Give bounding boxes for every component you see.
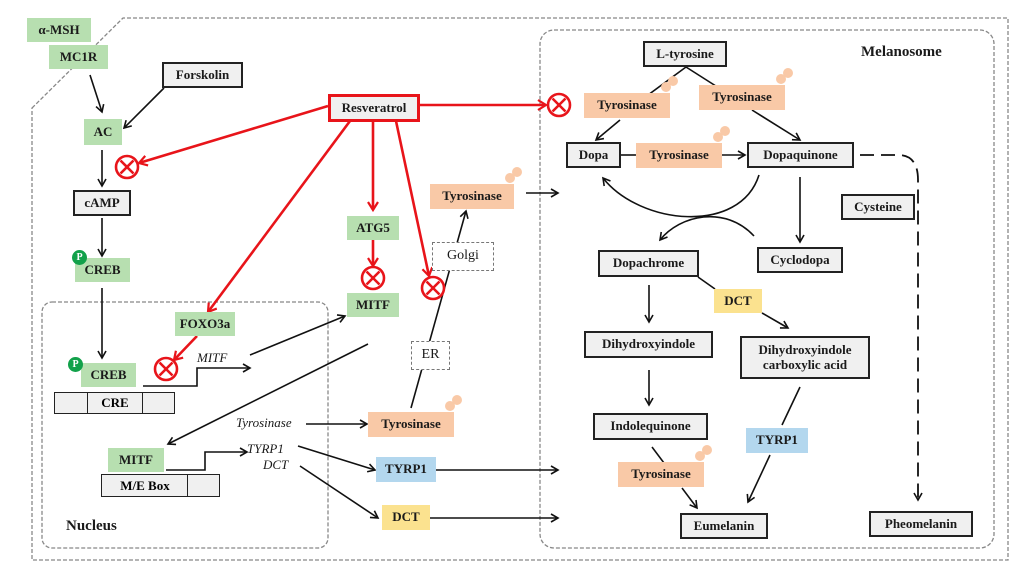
dct-melanosome-node: DCT bbox=[714, 289, 762, 313]
arrow-tyrosinase-dopa bbox=[594, 119, 621, 142]
alpha-msh-node: α-MSH bbox=[27, 18, 91, 42]
dihydroxyindole-node: Dihydroxyindole bbox=[584, 331, 713, 358]
me-box-flank bbox=[187, 474, 220, 497]
camp-node: cAMP bbox=[73, 190, 131, 216]
arrow-er-golgi-tyrosinase bbox=[410, 209, 469, 409]
tyrosinase-2-node: Tyrosinase bbox=[699, 85, 785, 110]
forskolin-node: Forskolin bbox=[162, 62, 243, 88]
nucleus-label: Nucleus bbox=[66, 518, 117, 534]
arrow-tyrp1-eumelanin bbox=[746, 454, 771, 504]
tyrosinase-1-node: Tyrosinase bbox=[584, 93, 670, 118]
inhibition-icon bbox=[153, 356, 179, 382]
glycosylation-dot-icon bbox=[720, 126, 730, 136]
inhibit-arrow-resveratrol-golgi bbox=[394, 120, 434, 279]
dhica-line1: Dihydroxyindole bbox=[758, 341, 852, 357]
golgi-node: Golgi bbox=[432, 242, 494, 271]
inhibition-icon bbox=[546, 92, 572, 118]
arrow-tyrosinase-dopaquinone bbox=[751, 109, 802, 141]
arrow-mitf-gene-mitf-protein bbox=[249, 314, 347, 356]
indolequinone-node: Indolequinone bbox=[593, 413, 708, 440]
tyrp1-melanosome-node: TYRP1 bbox=[746, 428, 808, 453]
arrow-forskolin-ac bbox=[122, 87, 165, 130]
phosphate-icon: P bbox=[72, 250, 87, 265]
mitf-protein-node: MITF bbox=[347, 293, 399, 317]
mitf-gene-label: MITF bbox=[197, 350, 228, 365]
dopachrome-node: Dopachrome bbox=[598, 250, 699, 277]
inhibition-icon bbox=[360, 265, 386, 291]
line-ltyrosine-split-right bbox=[685, 66, 720, 89]
eumelanin-node: Eumelanin bbox=[680, 513, 768, 539]
glycosylation-dot-icon bbox=[445, 401, 455, 411]
inhibit-arrow-foxo3a-creb bbox=[172, 335, 198, 362]
arrow-mitf-to-nucleus bbox=[166, 343, 369, 446]
cre-element: CRE bbox=[87, 392, 143, 414]
arrow-dopaquinone-pheomelanin bbox=[860, 154, 923, 502]
gene-tyrp1-label: TYRP1 bbox=[247, 441, 284, 456]
glycosylation-dot-icon bbox=[695, 451, 705, 461]
dopa-node: Dopa bbox=[566, 142, 621, 168]
dopaquinone-node: Dopaquinone bbox=[747, 142, 854, 168]
me-box-element: M/E Box bbox=[101, 474, 189, 497]
melanosome-label: Melanosome bbox=[861, 44, 942, 60]
cysteine-node: Cysteine bbox=[841, 194, 915, 220]
line-dopachrome-dct bbox=[697, 276, 716, 290]
arrow-gene-dct bbox=[299, 465, 380, 519]
arrow-gene-tyrp1 bbox=[297, 445, 377, 473]
inhibit-arrow-resveratrol-foxo3a bbox=[206, 120, 352, 314]
nucleus-boundary bbox=[41, 301, 329, 549]
glycosylation-dot-icon bbox=[776, 74, 786, 84]
line-indolequinone-tyrosinase bbox=[651, 446, 665, 464]
pheomelanin-node: Pheomelanin bbox=[869, 511, 973, 537]
tyrosinase-4-node: Tyrosinase bbox=[618, 462, 704, 487]
cell-boundary bbox=[31, 17, 1009, 561]
glycosylation-dot-icon bbox=[702, 445, 712, 455]
glycosylation-dot-icon bbox=[452, 395, 462, 405]
arrow-dopaquinone-dopa-curve bbox=[602, 174, 760, 218]
tyrp1-node: TYRP1 bbox=[376, 457, 436, 482]
glycosylation-dot-icon bbox=[713, 132, 723, 142]
inhibition-icon bbox=[420, 275, 446, 301]
ac-node: AC bbox=[84, 119, 122, 145]
line-dhica-tyrp1 bbox=[781, 386, 801, 426]
arrow-mitf-target-genes bbox=[166, 447, 249, 471]
inhibition-icon bbox=[114, 154, 140, 180]
glycosylation-dot-icon bbox=[512, 167, 522, 177]
tyrosinase-3-node: Tyrosinase bbox=[636, 143, 722, 168]
resveratrol-node: Resveratrol bbox=[328, 94, 420, 122]
arrow-tyrosinase-eumelanin bbox=[681, 487, 698, 510]
foxo3a-node: FOXO3a bbox=[175, 312, 235, 336]
melanosome-boundary bbox=[539, 29, 995, 549]
glycosylation-dot-icon bbox=[668, 76, 678, 86]
gene-dct-label: DCT bbox=[263, 457, 289, 472]
tyrosinase-er-node: Tyrosinase bbox=[368, 412, 454, 437]
dct-node: DCT bbox=[382, 505, 430, 530]
phosphate-icon: P bbox=[68, 357, 83, 372]
dhica-line2: carboxylic acid bbox=[762, 356, 848, 372]
glycosylation-dot-icon bbox=[505, 173, 515, 183]
cre-flank-right bbox=[142, 392, 175, 414]
cyclodopa-node: Cyclodopa bbox=[757, 247, 843, 273]
arrow-cyclodopa-dopachrome-curve bbox=[658, 215, 755, 242]
glycosylation-dot-icon bbox=[783, 68, 793, 78]
er-node: ER bbox=[411, 341, 450, 370]
arrow-mc1r-ac bbox=[89, 74, 105, 114]
gene-tyrosinase-label: Tyrosinase bbox=[236, 415, 292, 430]
arrow-dct-dhica bbox=[761, 312, 790, 329]
cre-flank-left bbox=[54, 392, 88, 414]
inhibit-arrow-resveratrol-ac bbox=[137, 104, 329, 167]
atg5-node: ATG5 bbox=[347, 216, 399, 240]
arrow-creb-mitf-transcription bbox=[143, 363, 252, 387]
l-tyrosine-node: L-tyrosine bbox=[643, 41, 727, 67]
tyrosinase-golgi-node: Tyrosinase bbox=[430, 184, 514, 209]
nuclear-creb-node: CREB bbox=[81, 363, 136, 387]
mc1r-node: MC1R bbox=[49, 45, 108, 69]
glycosylation-dot-icon bbox=[661, 82, 671, 92]
dhica-node: Dihydroxyindole carboxylic acid bbox=[740, 336, 870, 379]
nuclear-mitf-node: MITF bbox=[108, 448, 164, 472]
